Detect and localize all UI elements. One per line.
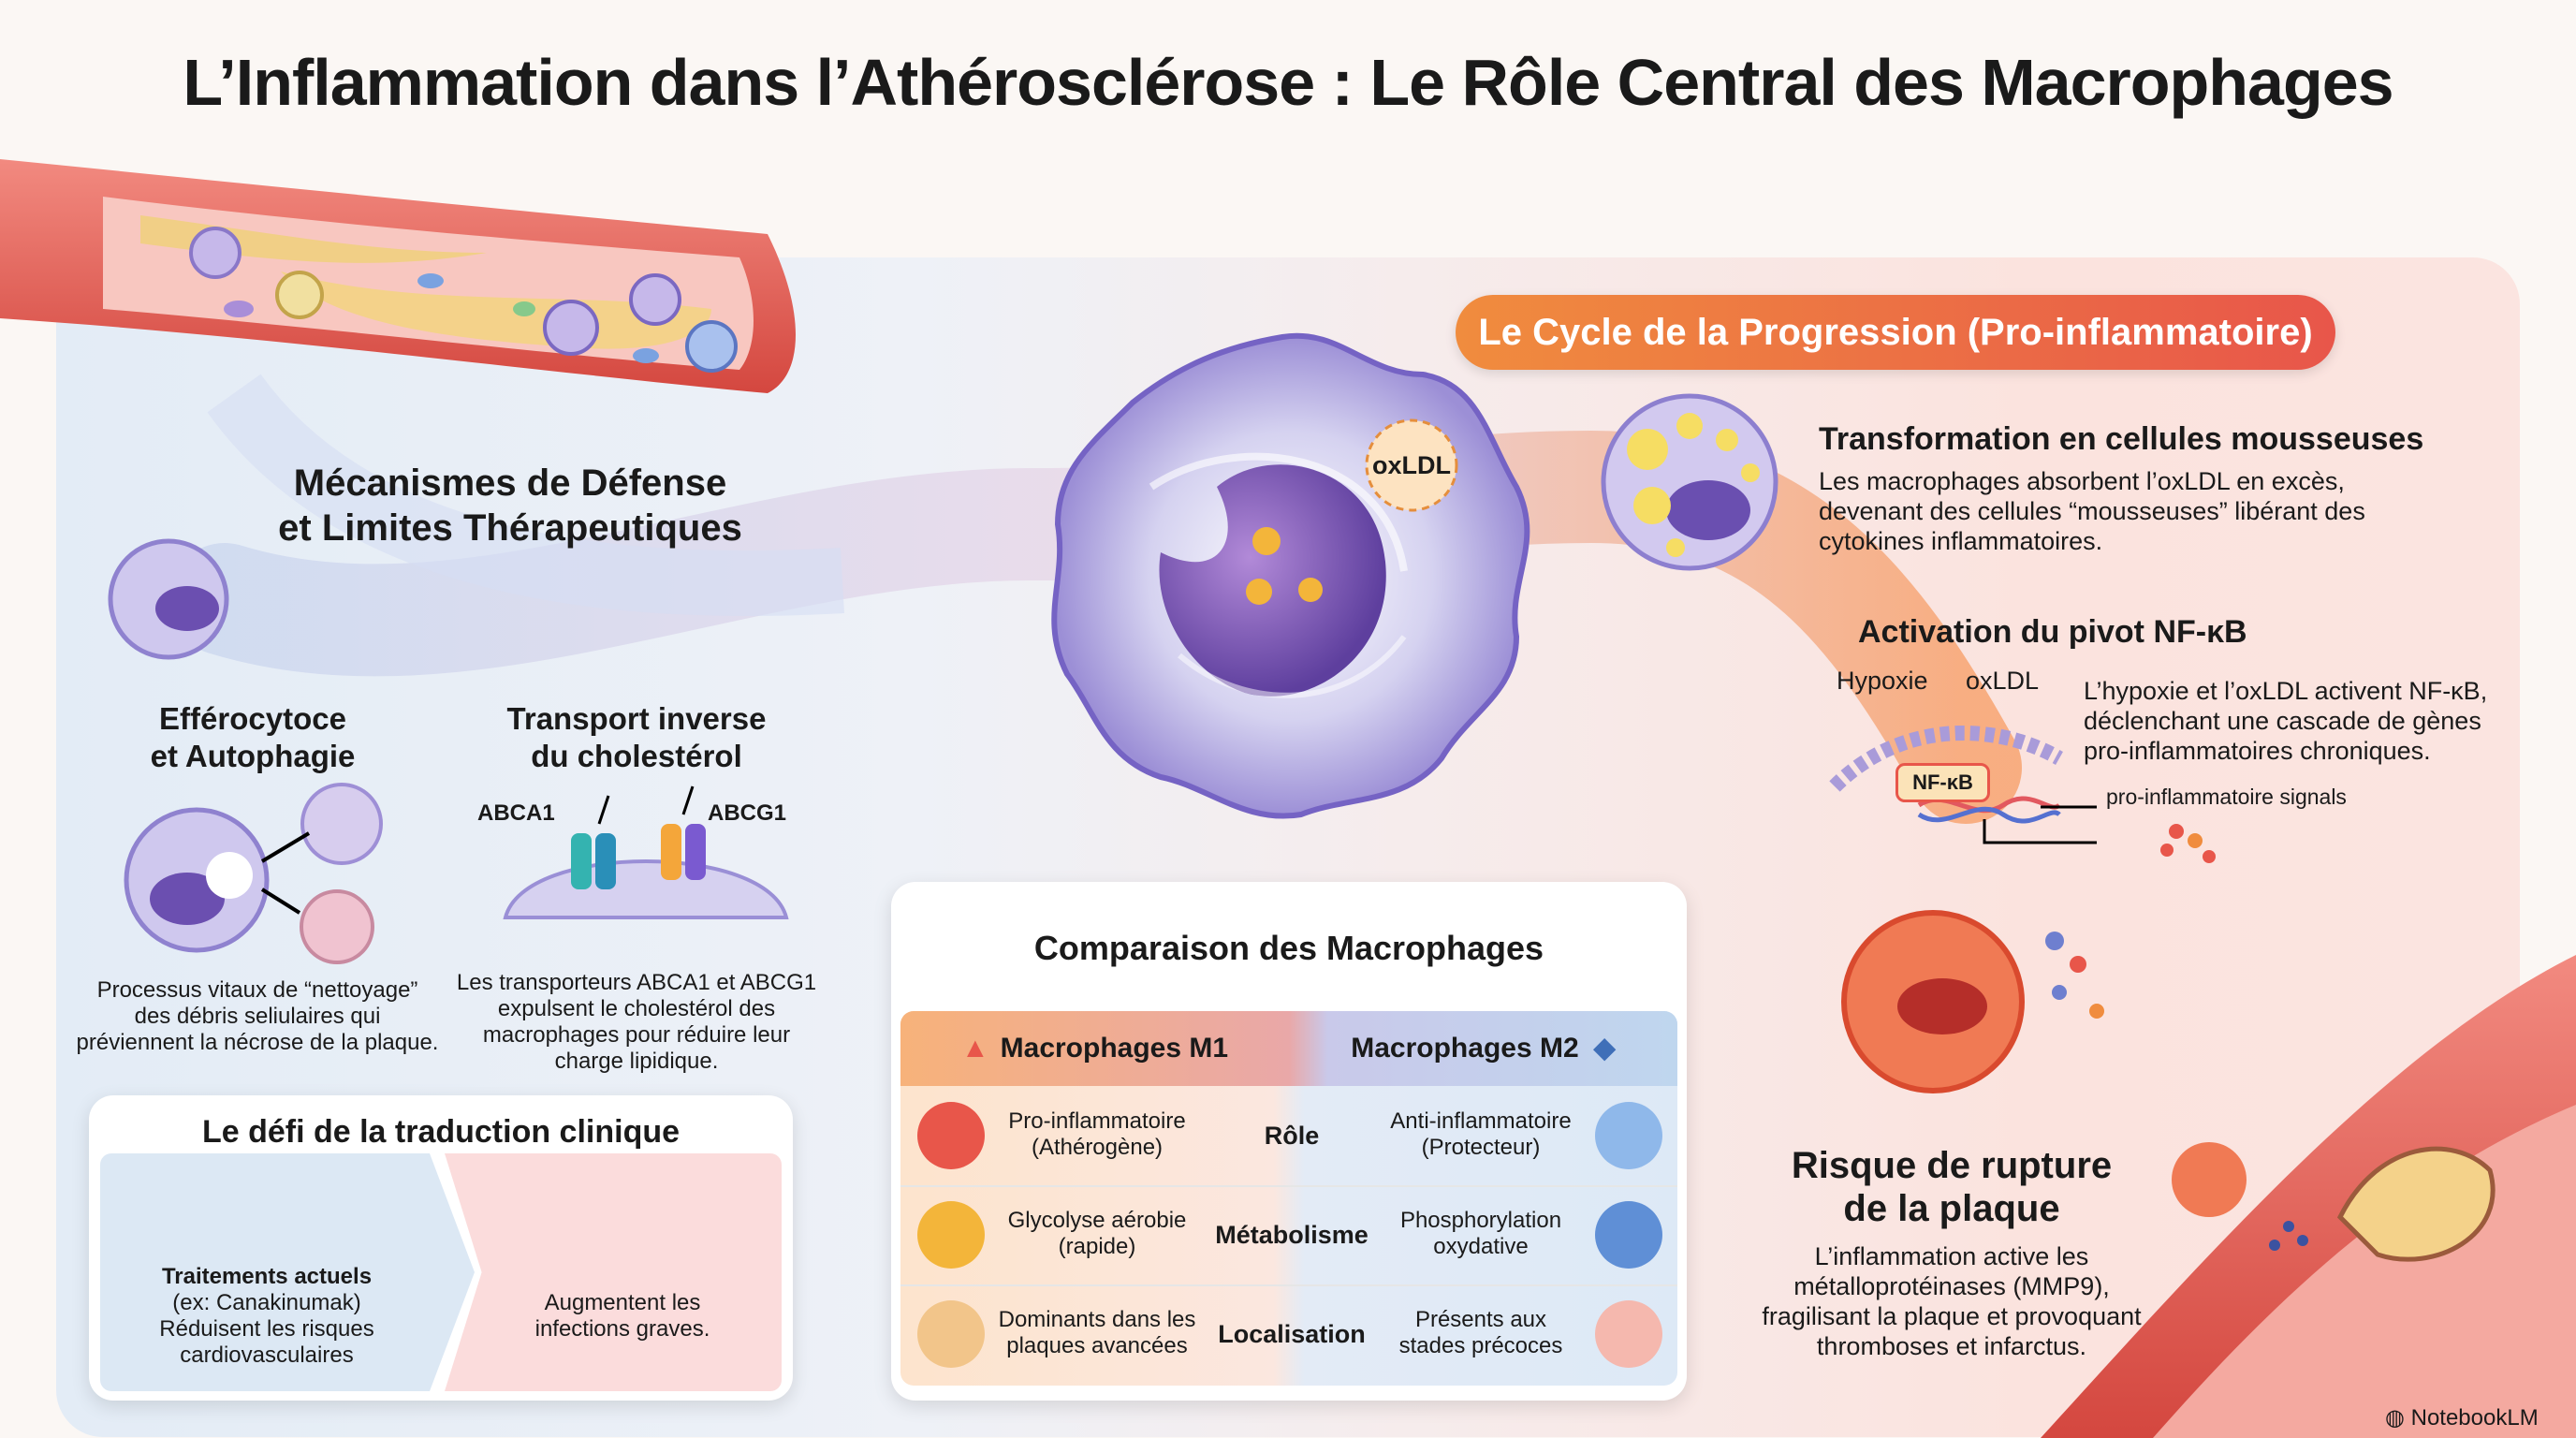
clinical-heading: Le défi de la traduction clinique bbox=[201, 1114, 681, 1150]
cycle-pill: Le Cycle de la Progression (Pro-inflamma… bbox=[1456, 295, 2335, 370]
blood-vessel-illustration bbox=[0, 159, 796, 393]
efferocytosis-illustration bbox=[124, 783, 383, 964]
nfkb-signals-label: pro-inflammatoire signals bbox=[2106, 785, 2347, 809]
abcg1-label: ABCG1 bbox=[708, 800, 787, 826]
comparison-card: Comparaison des Macrophages ▲Macrophages… bbox=[891, 882, 1687, 1401]
calm-face-icon bbox=[1595, 1102, 1662, 1169]
plaque-early-icon bbox=[1595, 1300, 1662, 1368]
angry-face-icon bbox=[917, 1102, 985, 1169]
clinical-left-panel bbox=[100, 1153, 475, 1391]
clinical-right-text: Augmentent les infections graves. bbox=[534, 1290, 710, 1342]
clinical-right-panel bbox=[445, 1153, 782, 1391]
gauge-icon bbox=[1595, 1201, 1662, 1269]
transport-membrane-illustration bbox=[503, 785, 789, 919]
foam-title: Transformation en cellules mousseuses bbox=[1819, 421, 2424, 457]
m1-header: ▲Macrophages M1 bbox=[960, 1033, 1229, 1064]
central-macrophage-illustration bbox=[1051, 332, 1530, 819]
foam-cell-illustration bbox=[1601, 393, 1778, 571]
page-title: L’Inflammation dans l’Athérosclérose : L… bbox=[183, 46, 2393, 119]
row-label-role: Rôle bbox=[1264, 1122, 1320, 1150]
defense-heading: Mécanismes de Défense et Limites Thérape… bbox=[278, 462, 742, 549]
nfkb-illustration bbox=[1829, 726, 2216, 863]
nfkb-badge: NF-κB bbox=[1895, 763, 1990, 802]
foam-description: Les macrophages absorbent l’oxLDL en exc… bbox=[1819, 467, 2365, 555]
transport-title: Transport inverse du cholestérol bbox=[506, 701, 767, 773]
comparison-table: ▲Macrophages M1 Macrophages M2◆ Pro-infl… bbox=[900, 1011, 1677, 1386]
nfkb-description: L’hypoxie et l’oxLDL activent NF-κB, déc… bbox=[2084, 677, 2488, 765]
brand-watermark: ◍ NotebookLM bbox=[2385, 1405, 2539, 1431]
rupture-cell-illustration bbox=[1841, 910, 2104, 1093]
defense-macrophage-illustration bbox=[108, 538, 229, 660]
row-label-metabolism: Métabolisme bbox=[1215, 1221, 1368, 1249]
row-label-localisation: Localisation bbox=[1218, 1320, 1366, 1348]
comparison-table-header: ▲Macrophages M1 Macrophages M2◆ bbox=[900, 1011, 1677, 1086]
m2-header: Macrophages M2◆ bbox=[1351, 1033, 1616, 1064]
rupture-title: Risque de rupture de la plaque bbox=[1791, 1145, 2113, 1229]
nfkb-oxldl-label: oxLDL bbox=[1966, 667, 2040, 695]
efferocytose-description: Processus vitaux de “nettoyage” des débr… bbox=[76, 977, 439, 1055]
efferocytose-title: Efférocytoce et Autophagie bbox=[150, 701, 356, 773]
table-row-metabolism: Glycolyse aérobie(rapide) Métabolisme Ph… bbox=[900, 1185, 1677, 1286]
ruptured-vessel-illustration bbox=[2041, 955, 2576, 1438]
comparison-heading: Comparaison des Macrophages bbox=[1033, 929, 1544, 967]
table-row-role: Pro-inflammatoire(Athérogène) Rôle Anti-… bbox=[900, 1086, 1677, 1187]
rupture-description: L’inflammation active les métalloprotéin… bbox=[1762, 1242, 2142, 1360]
fire-icon: ▲ bbox=[960, 1033, 989, 1064]
clinical-left-text: Traitements actuels (ex: Canakinumak) Ré… bbox=[159, 1264, 374, 1368]
abca1-label: ABCA1 bbox=[477, 800, 555, 826]
nfkb-title: Activation du pivot NF-κB bbox=[1858, 614, 2247, 650]
clinical-card: Le défi de la traduction clinique Traite… bbox=[89, 1095, 793, 1401]
oxldl-label: oxLDL bbox=[1372, 451, 1451, 479]
shield-m2-icon: ◆ bbox=[1593, 1033, 1616, 1064]
lightning-icon bbox=[917, 1201, 985, 1269]
nfkb-hypoxie-label: Hypoxie bbox=[1837, 667, 1928, 695]
transport-description: Les transporteurs ABCA1 et ABCG1 expulse… bbox=[456, 970, 817, 1074]
notebooklm-logo-icon: ◍ bbox=[2385, 1405, 2411, 1431]
plaque-advanced-icon bbox=[917, 1300, 985, 1368]
